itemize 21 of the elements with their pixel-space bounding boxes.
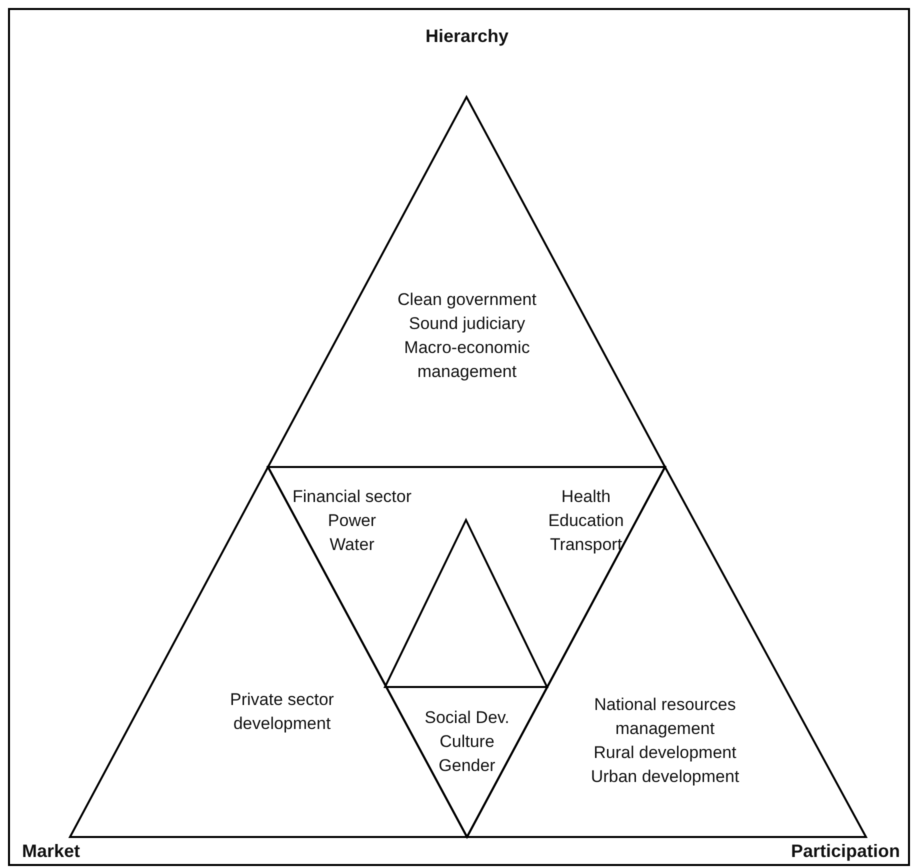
region-text: Macro-economic management [403, 337, 531, 383]
region-text: National resources management [593, 694, 737, 740]
region-text: Transport [548, 534, 624, 556]
region-text: Rural development [592, 742, 738, 764]
region-text: Private sector development [229, 689, 335, 735]
region-text: Sound judiciary [408, 313, 526, 335]
corner-label: Participation [791, 841, 900, 862]
region-text: Gender [438, 755, 496, 777]
region-text: Power [326, 510, 378, 532]
corner-label: Hierarchy [426, 26, 509, 47]
region-text: Education [547, 510, 625, 532]
region-text: Health [560, 486, 612, 508]
region-text: Clean government [396, 289, 538, 311]
triangle-shape [385, 520, 547, 687]
corner-label: Market [22, 841, 80, 862]
region-text: Water [328, 534, 376, 556]
region-text: Financial sector [291, 486, 413, 508]
region-text: Culture [438, 731, 496, 753]
region-text: Urban development [590, 766, 740, 788]
triangle-region [268, 97, 665, 467]
region-text: Social Dev. [424, 707, 510, 729]
